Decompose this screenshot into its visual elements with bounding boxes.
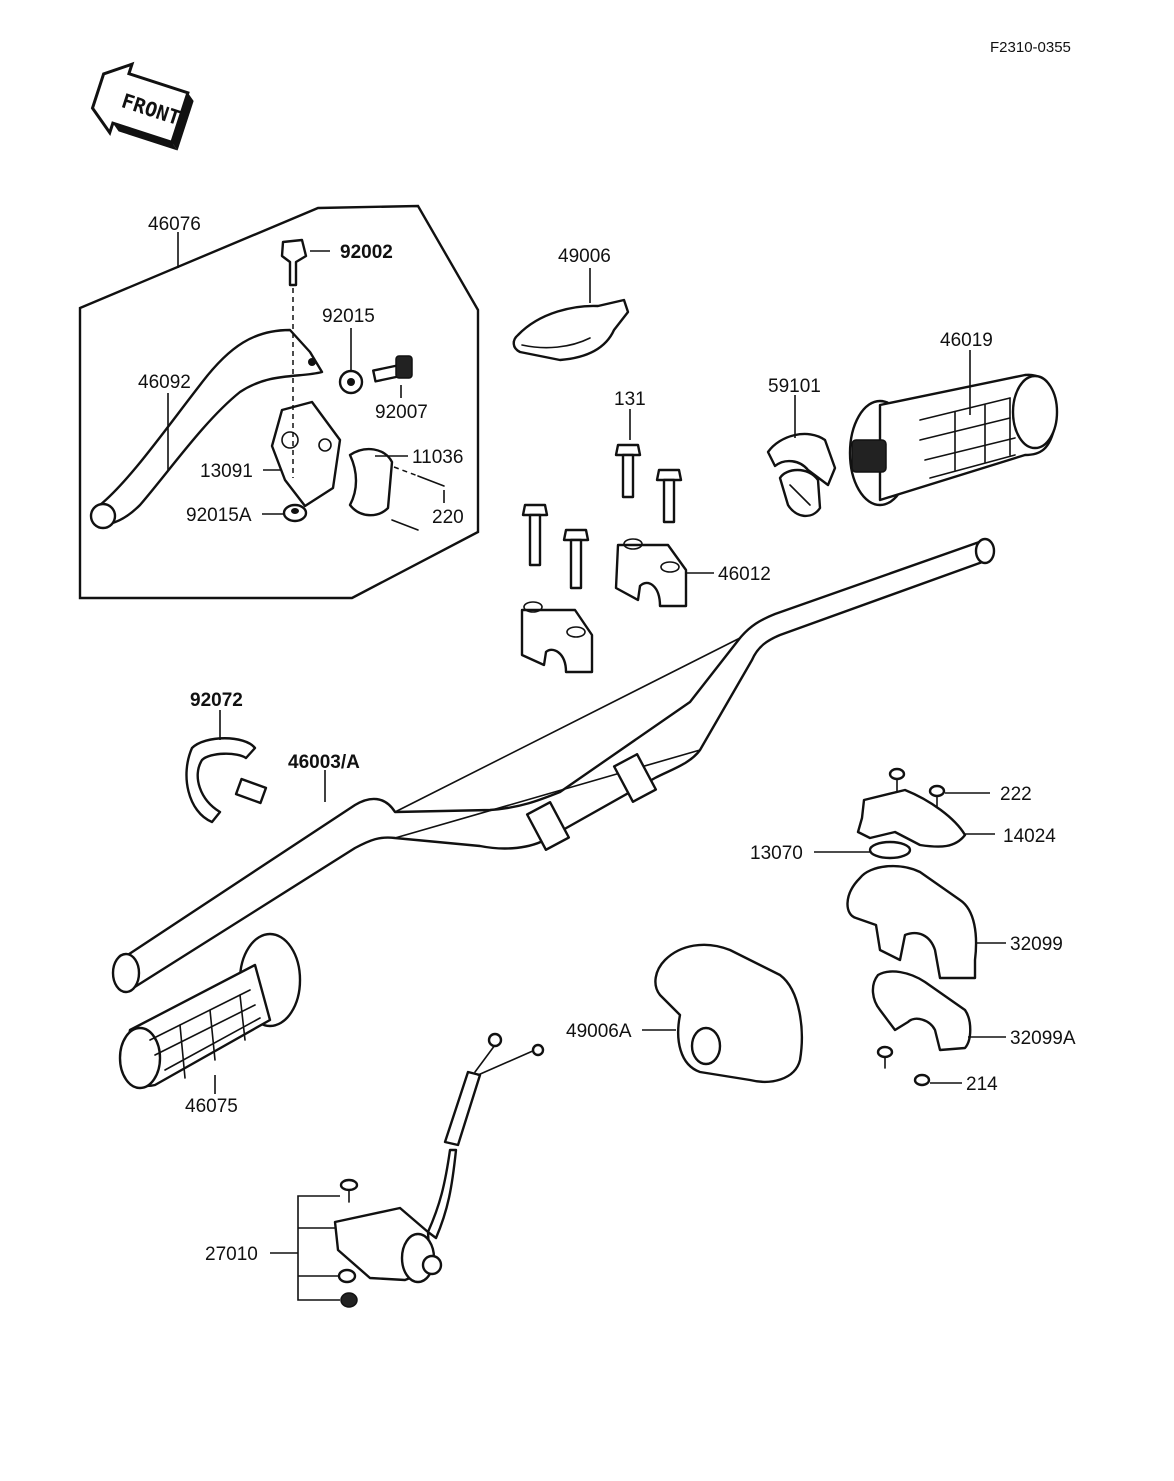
- label-222: 222: [1000, 784, 1032, 805]
- label-49006: 49006: [558, 246, 611, 267]
- label-220: 220: [432, 507, 464, 528]
- label-14024: 14024: [1003, 826, 1056, 847]
- lever-perch: [270, 400, 342, 508]
- throttle-cable-guide: [868, 840, 912, 860]
- throttle-case-lower: [871, 970, 972, 1052]
- leader-lines: [167, 232, 1006, 1301]
- clamp-screws: [391, 466, 445, 531]
- label-214: 214: [966, 1074, 998, 1095]
- label-92007: 92007: [375, 402, 428, 423]
- screw-222: [888, 767, 946, 809]
- label-11036: 11036: [412, 447, 463, 468]
- label-92015: 92015: [322, 306, 375, 327]
- drawing-code: F2310-0355: [990, 39, 1071, 56]
- clutch-lever: [89, 328, 324, 530]
- label-13091: 13091: [200, 461, 253, 482]
- label-92002: 92002: [340, 242, 393, 263]
- throttle-cover: [856, 788, 967, 848]
- throttle-pulley: [766, 432, 837, 518]
- holder-bolts: [521, 443, 683, 590]
- handlebar: [111, 537, 996, 994]
- label-59101: 59101: [768, 376, 821, 397]
- front-arrow: FRONT: [90, 61, 194, 151]
- label-46075: 46075: [185, 1096, 238, 1117]
- label-131: 131: [614, 389, 646, 410]
- label-32099A: 32099A: [1010, 1028, 1076, 1049]
- label-92015A: 92015A: [186, 505, 252, 526]
- label-92072: 92072: [190, 690, 243, 711]
- label-32099: 32099: [1010, 934, 1063, 955]
- label-46003A: 46003/A: [288, 752, 360, 773]
- label-46012: 46012: [718, 564, 771, 585]
- label-46076: 46076: [148, 214, 201, 235]
- label-13070: 13070: [750, 843, 803, 864]
- lever-assembly-frame: [78, 204, 480, 600]
- adjuster-screw: [372, 355, 413, 383]
- throttle-housing-cover: [654, 943, 803, 1083]
- label-46019: 46019: [940, 330, 993, 351]
- right-grip: [848, 373, 1059, 507]
- label-46092: 46092: [138, 372, 191, 393]
- engine-stop-switch: [333, 1032, 545, 1308]
- wire-band: [185, 737, 268, 824]
- label-27010: 27010: [205, 1244, 258, 1265]
- throttle-case-upper: [846, 864, 978, 980]
- adjuster-nut: [338, 369, 364, 395]
- pivot-bolt: [280, 238, 308, 478]
- label-49006A: 49006A: [566, 1021, 632, 1042]
- perch-clamp: [348, 447, 394, 517]
- screw-214: [876, 1045, 931, 1087]
- left-grip: [118, 932, 302, 1090]
- handlebar-holder-upper: [614, 538, 688, 608]
- handlebar-holder-lower: [520, 601, 594, 674]
- lever-nut: [282, 503, 308, 523]
- lever-cover: [512, 298, 630, 362]
